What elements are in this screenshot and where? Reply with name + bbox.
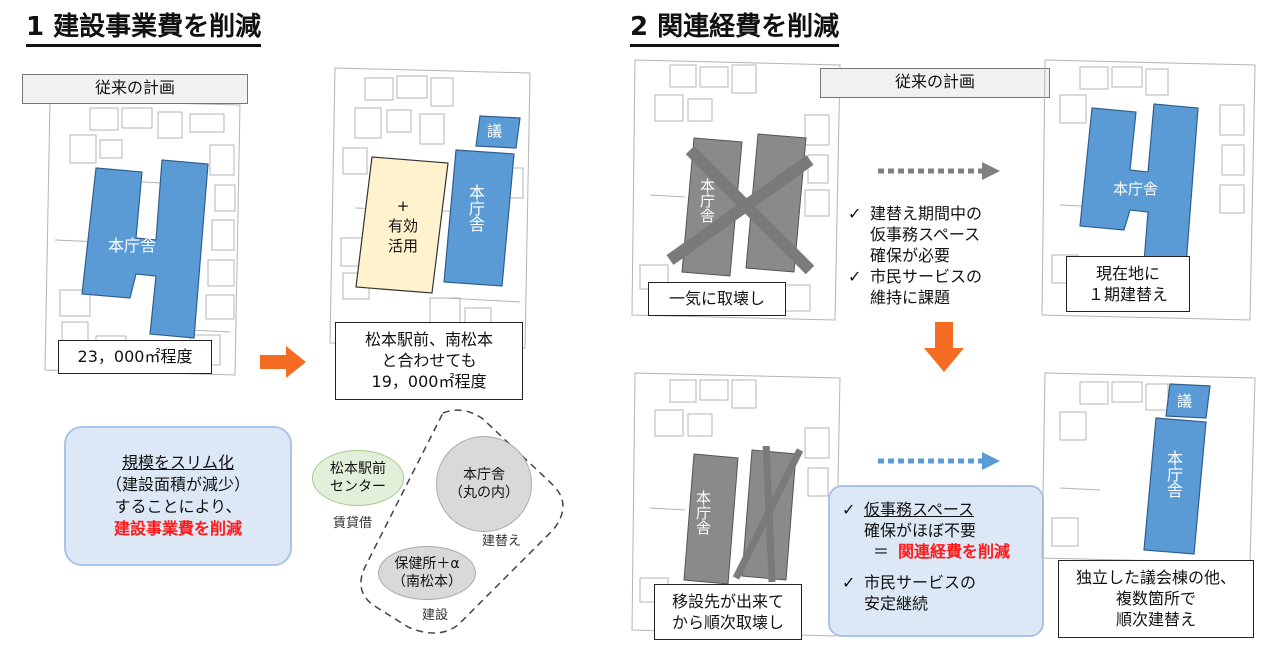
old-buildings-crossed (666, 133, 815, 277)
section-1-heading: 1 建設事業費を削減 (26, 12, 262, 47)
honchosha-building-after (443, 149, 515, 287)
independent-line1: 独立した議会棟の他、 (1075, 568, 1236, 587)
note-line5: 維持に課題 (870, 288, 951, 307)
health-caption: 建設 (422, 608, 449, 623)
dotted-arrow-gray (878, 162, 1000, 180)
station-center-circle: 松本駅前 センター (312, 450, 404, 506)
health-line1: 保健所＋α (394, 556, 460, 572)
health-line2: （南松本） (392, 574, 462, 590)
area-after-line2: と合わせても (381, 351, 477, 370)
conventional-plan-label-right: 従来の計画 (820, 68, 1050, 98)
honchosha-label-new: 本庁舎 (1164, 450, 1183, 498)
gikai-building-left (475, 115, 521, 149)
independent-box: 独立した議会棟の他、 複数箇所で 順次建替え (1058, 560, 1254, 638)
old-buildings-partial (683, 446, 804, 585)
summary-line4: 建設事業費を削減 (113, 519, 242, 538)
honchosha-label-before: 本庁舎 (108, 236, 157, 255)
main-line1: 本庁舎 (463, 467, 505, 483)
independent-line3: 順次建替え (1115, 610, 1196, 629)
orange-arrow-down (924, 322, 964, 372)
station-caption: 賃貸借 (333, 516, 373, 531)
yukou-block (355, 156, 449, 294)
check-icon: ✓ (848, 267, 862, 286)
station-line2: センター (330, 479, 386, 495)
benefit-line1: 仮事務スペース (864, 500, 975, 519)
note-line1: 建替え期間中の (870, 204, 983, 223)
summary-box: 規模をスリム化 （建設面積が減少） することにより、 建設事業費を削減 (64, 426, 292, 566)
note-line3: 確保が必要 (870, 246, 951, 265)
sequential-line1: 移設先が出来て (671, 592, 784, 611)
area-after-box: 松本駅前、南松本 と合わせても 19，000㎡程度 (335, 322, 523, 400)
section-2-heading: 2 関連経費を削減 (630, 12, 840, 47)
gikai-label-left: 議 (487, 122, 503, 140)
station-line1: 松本駅前 (330, 461, 386, 477)
honchosha-building-new (1143, 417, 1207, 555)
sequential-line2: から順次取壊し (671, 613, 784, 632)
old-building-label-1: 本庁舎 (698, 178, 716, 223)
area-before-box: 23，000㎡程度 (58, 340, 212, 374)
gikai-building-right (1165, 383, 1211, 419)
check-icon: ✓ (842, 573, 856, 592)
current-site-line1: 現在地に (1095, 264, 1160, 283)
yukou-plus: + (396, 197, 410, 215)
gikai-label-right: 議 (1177, 392, 1193, 410)
orange-arrow-right (260, 346, 306, 378)
health-center-circle: 保健所＋α （南松本） (378, 546, 476, 600)
issue-notes: ✓ 建替え期間中の 仮事務スペース 確保が必要 ✓ 市民サービスの 維持に課題 (848, 203, 982, 308)
honchosha-building-before (81, 159, 209, 339)
area-after-line3: 19，000㎡程度 (371, 372, 487, 391)
benefit-line2: 確保がほぼ不要 (864, 521, 977, 540)
note-line2: 仮事務スペース (870, 225, 981, 244)
conventional-plan-label: 従来の計画 (22, 74, 248, 104)
demolish-all-box: 一気に取壊し (648, 282, 786, 316)
current-site-line2: １期建替え (1087, 285, 1168, 304)
main-office-circle: 本庁舎 （丸の内） (436, 436, 532, 532)
main-caption: 建替え (482, 534, 522, 549)
old-building-label-2: 本庁舎 (694, 490, 712, 535)
benefit-eq: ＝ (872, 542, 889, 561)
summary-line3: することにより、 (114, 497, 242, 516)
note-line4: 市民サービスの (870, 267, 983, 286)
check-icon: ✓ (842, 500, 856, 519)
benefit-line5: 安定継続 (864, 594, 929, 613)
benefit-box: ✓ 仮事務スペース 確保がほぼ不要 ＝ 関連経費を削減 ✓ 市民サービスの 安定継続 (828, 485, 1044, 637)
benefit-line4: 市民サービスの (864, 573, 977, 592)
yukou-text: + 有効 活用 (378, 196, 428, 256)
map-demolish-all (631, 59, 841, 321)
sequential-box: 移設先が出来て から順次取壊し (654, 584, 802, 640)
honchosha-label-current: 本庁舎 (1113, 180, 1159, 198)
benefit-line3-red: 関連経費を削減 (898, 542, 1011, 561)
yukou-line3: 活用 (387, 237, 418, 255)
area-after-line1: 松本駅前、南松本 (364, 330, 493, 349)
independent-line2: 複数箇所で (1115, 589, 1196, 608)
check-icon: ✓ (848, 204, 862, 223)
yukou-line2: 有効 (387, 217, 418, 235)
summary-line1: 規模をスリム化 (121, 453, 234, 472)
honchosha-label-after: 本庁舎 (466, 184, 485, 232)
main-line2: （丸の内） (449, 485, 519, 501)
dotted-arrow-blue (878, 452, 1000, 470)
current-site-box: 現在地に １期建替え (1066, 256, 1190, 312)
summary-line2: （建設面積が減少） (105, 475, 250, 494)
